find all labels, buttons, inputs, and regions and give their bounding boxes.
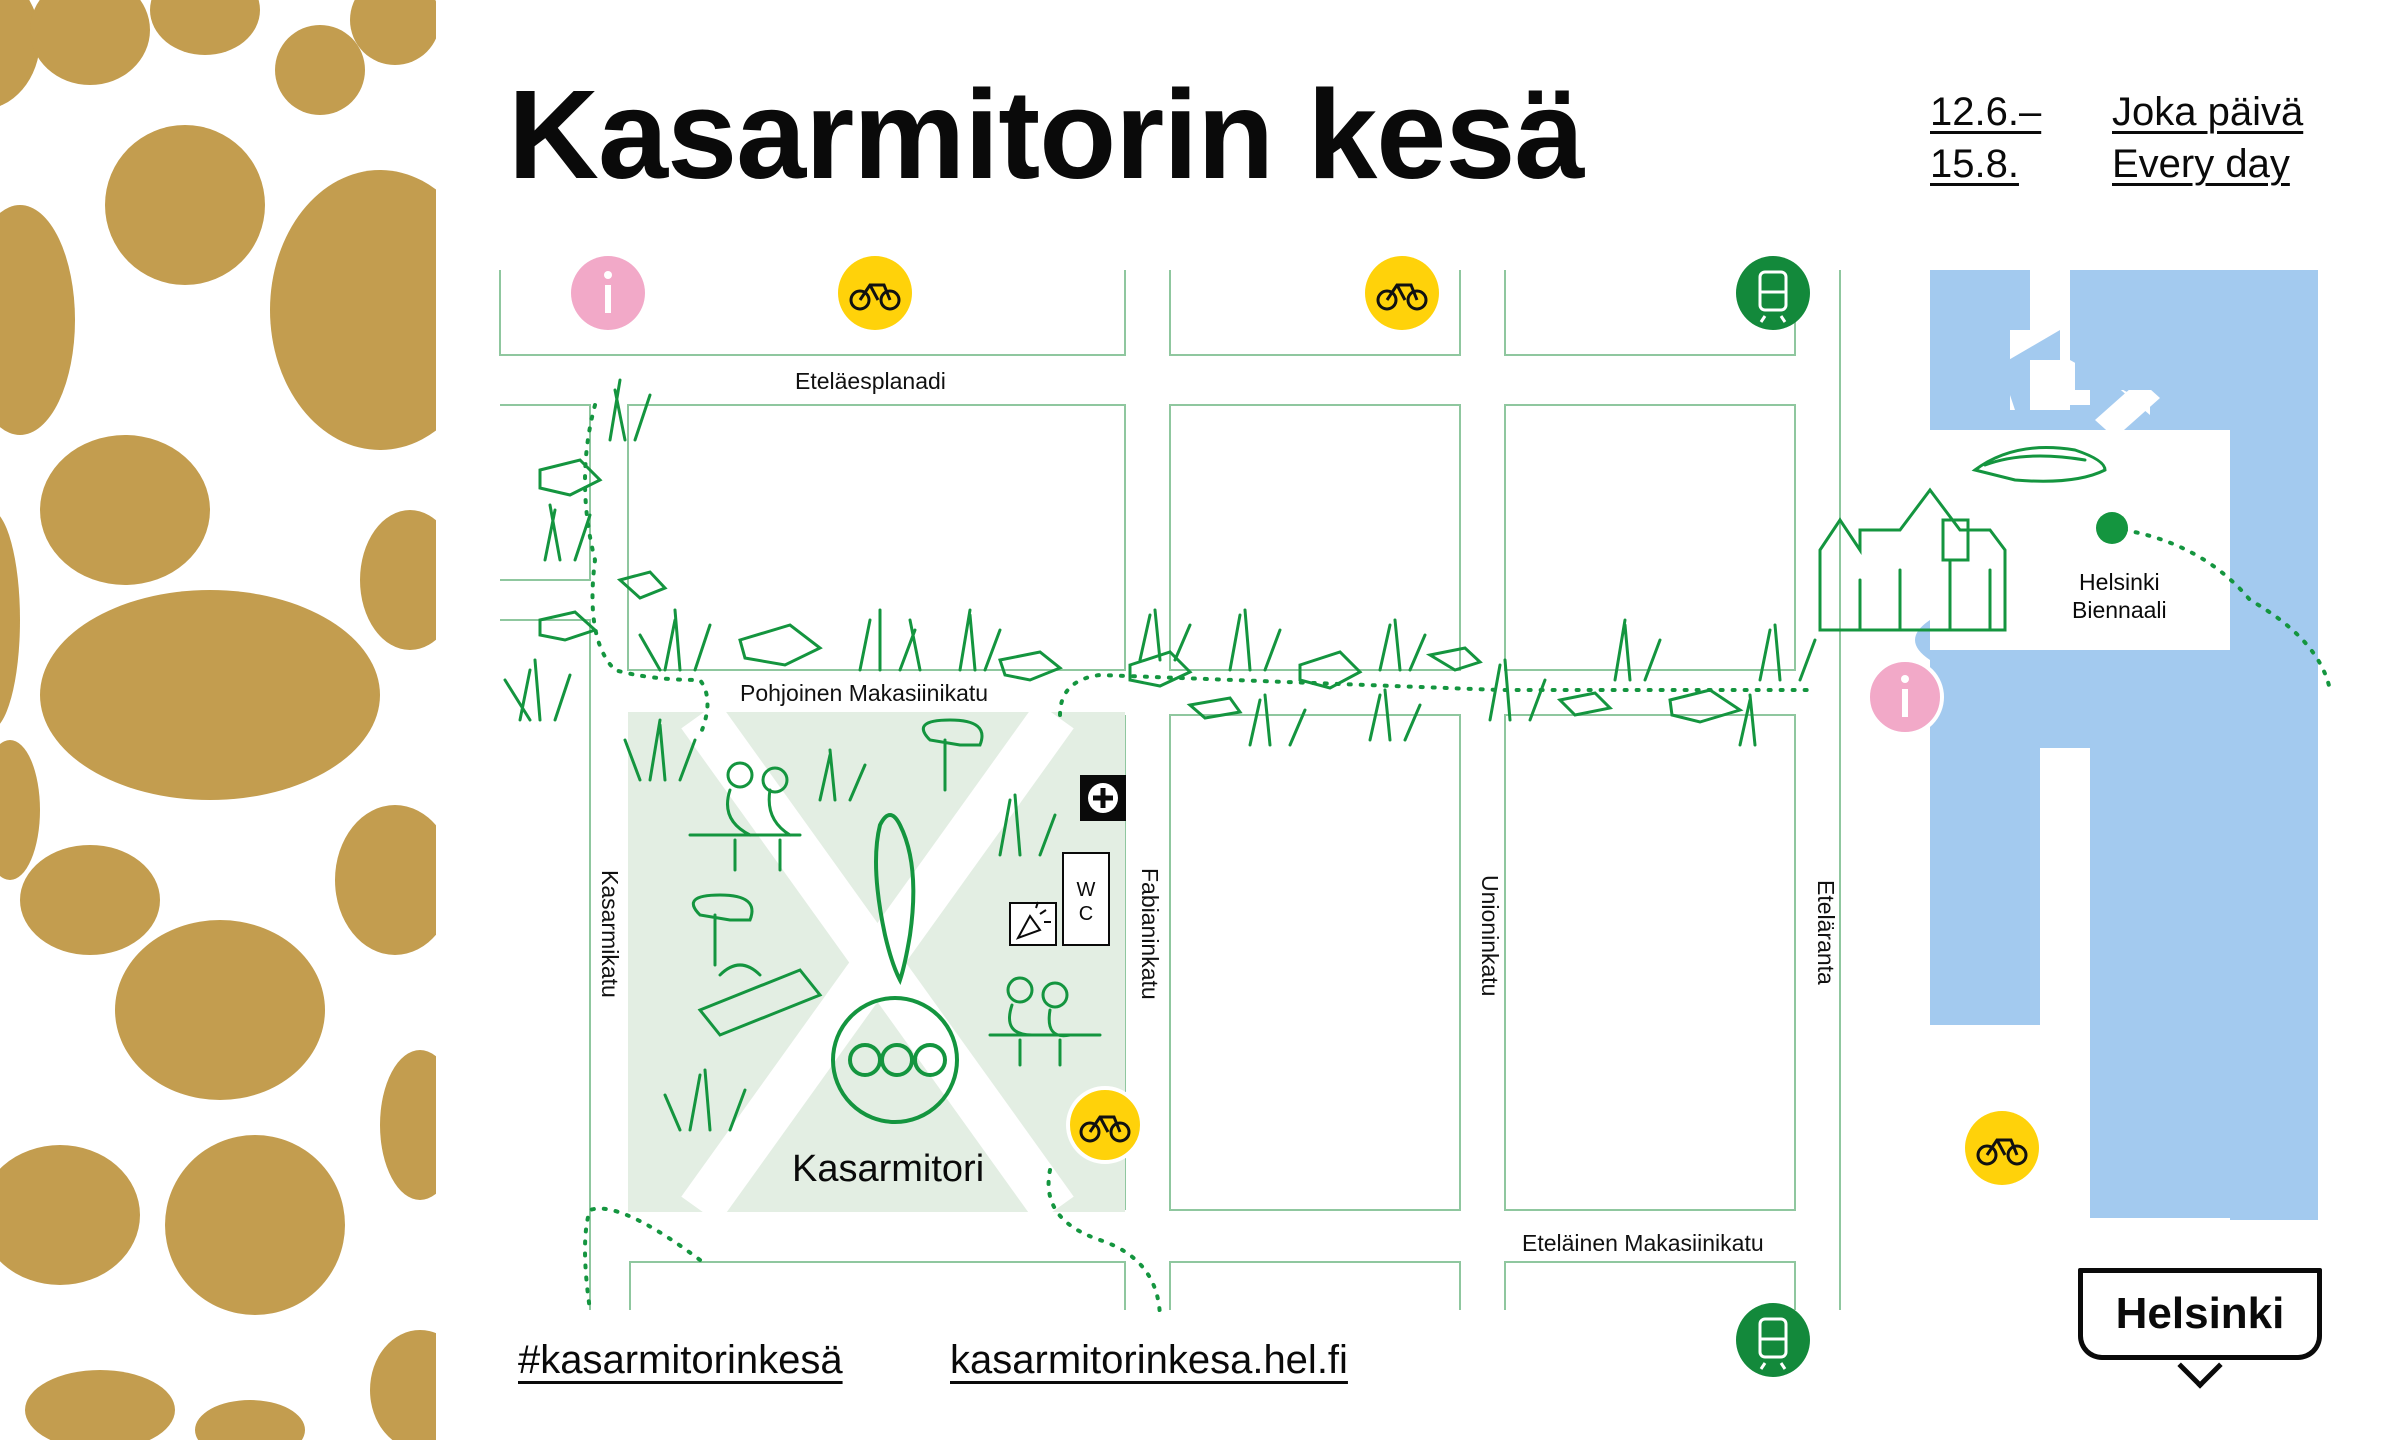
city-bike-icon [1965, 1111, 2039, 1185]
event-dates[interactable]: 12.6.– 15.8. [1930, 86, 2041, 190]
benches [538, 458, 1744, 724]
website-link[interactable]: kasarmitorinkesa.hel.fi [950, 1338, 1348, 1382]
dates-end: 15.8. [1930, 142, 2019, 186]
dates-start: 12.6.– [1930, 90, 2042, 134]
biennale-marker [2096, 512, 2128, 544]
info-icon [1866, 658, 1944, 736]
street-label-pohjoinen-makasiinikatu: Pohjoinen Makasiinikatu [740, 680, 989, 706]
wc-letter-w: W [1076, 879, 1096, 901]
wc-letter-c: C [1078, 903, 1094, 925]
plants [503, 378, 1817, 1132]
schedule-fi: Joka päivä [2112, 90, 2304, 134]
harbour-water [1915, 270, 2318, 1220]
city-bike-icon [1365, 256, 1439, 330]
biennale-label-line2: Biennaali [2072, 597, 2167, 623]
tram-icon [1736, 256, 1810, 330]
party-icon [1009, 901, 1057, 946]
statue [831, 813, 959, 1124]
market-hall-building [1818, 487, 2007, 632]
helsinki-logo[interactable]: Helsinki [2078, 1268, 2322, 1360]
biennale-pavilion [1971, 446, 2107, 483]
street-label-etelaesplanadi: Eteläesplanadi [795, 368, 946, 394]
page-title: Kasarmitorin kesä [508, 64, 1585, 205]
street-label-kasarmikatu: Kasarmikatu [597, 870, 623, 998]
city-bike-icon [838, 256, 912, 330]
street-label-unioninkatu: Unioninkatu [1477, 875, 1503, 997]
greenery [503, 378, 2107, 1132]
event-schedule[interactable]: Joka päivä Every day [2112, 86, 2303, 190]
street-label-etelainen-makasiinikatu: Eteläinen Makasiinikatu [1522, 1230, 1764, 1256]
people-and-umbrellas [688, 718, 1102, 1067]
walking-route [583, 403, 2332, 1322]
decorative-pattern [0, 0, 436, 1440]
wc-label: W C [1076, 878, 1096, 926]
city-bike-icon [1066, 1086, 1144, 1164]
first-aid-icon [1080, 775, 1126, 821]
schedule-en: Every day [2112, 142, 2290, 186]
street-label-etelaranta: Eteläranta [1813, 880, 1839, 985]
street-label-fabianinkatu: Fabianinkatu [1137, 868, 1163, 1000]
hashtag-link[interactable]: #kasarmitorinkesä [518, 1338, 843, 1382]
place-label-kasarmitori[interactable]: Kasarmitori [792, 1148, 985, 1190]
place-label-helsinki-biennaali[interactable]: Helsinki Biennaali [2072, 568, 2167, 624]
kasarmitori-square [628, 701, 1125, 1224]
gold-blobs [0, 0, 436, 1440]
tram-icon [1736, 1303, 1810, 1377]
biennale-label-line1: Helsinki [2079, 569, 2160, 595]
info-icon [571, 256, 645, 330]
wc-icon [1062, 852, 1110, 946]
